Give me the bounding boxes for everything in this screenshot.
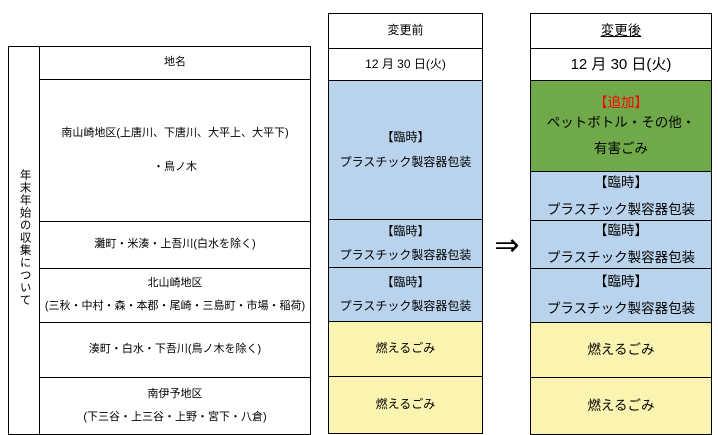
after-cell-5-label: 燃えるごみ (587, 342, 655, 358)
after-cell-3-tag: 【臨時】 (594, 223, 648, 239)
area-name-table: 年末年始の収集について 地名 南山崎地区(上唐川、下唐川、大平上、大平下) ・鳥… (8, 46, 311, 435)
table-row: 変更前 (328, 13, 483, 49)
after-change-table: 変更後 12 月 30 日(火) 【追加】 ペットボトル・その他・ 有害ごみ 【… (530, 13, 712, 435)
after-title: 変更後 (530, 13, 712, 49)
table-row: 燃えるごみ (328, 321, 483, 377)
table-row: 南山崎地区(上唐川、下唐川、大平上、大平下) ・鳥ノ木 (9, 79, 311, 222)
area-cell-1: 南山崎地区(上唐川、下唐川、大平上、大平下) ・鳥ノ木 (39, 79, 311, 222)
after-date: 12 月 30 日(火) (530, 48, 712, 81)
table-row: 【追加】 ペットボトル・その他・ 有害ごみ (530, 80, 712, 172)
before-cell-4: 燃えるごみ (328, 321, 483, 377)
after-cell-1-label2: 有害ごみ (594, 141, 648, 157)
after-cell-4-label: プラスチック製容器包装 (546, 301, 696, 316)
after-cell-6: 燃えるごみ (530, 377, 712, 435)
area-cell-2-line1: 灘町・米湊・上吾川(白水を除く) (94, 238, 256, 251)
area-cell-4: 湊町・白水・下吾川(鳥ノ木を除く) (39, 322, 311, 378)
table-row: 【臨時】 プラスチック製容器包装 (328, 267, 483, 322)
before-cell-2-label: プラスチック製容器包装 (339, 248, 472, 262)
area-cell-5-line1: 南伊予地区 (147, 387, 203, 400)
table-row: 【臨時】 プラスチック製容器包装 (530, 268, 712, 323)
area-cell-1-line1: 南山崎地区(上唐川、下唐川、大平上、大平下) (61, 126, 289, 139)
before-cell-1-tag: 【臨時】 (381, 130, 430, 145)
before-cell-3: 【臨時】 プラスチック製容器包装 (328, 267, 483, 322)
after-cell-1-tag: 【追加】 (594, 95, 648, 111)
vertical-header-label: 年末年始の収集について (18, 168, 31, 307)
after-title-label: 変更後 (600, 23, 642, 39)
before-cell-3-label: プラスチック製容器包装 (339, 299, 472, 313)
before-cell-1-label: プラスチック製容器包装 (339, 154, 472, 169)
table-row: 燃えるごみ (530, 322, 712, 378)
table-row: 湊町・白水・下吾川(鳥ノ木を除く) (9, 322, 311, 378)
right-double-arrow-icon: ⇒ (494, 229, 520, 262)
column-header-chimei: 地名 (39, 46, 311, 80)
before-cell-5-label: 燃えるごみ (375, 397, 436, 412)
before-cell-2: 【臨時】 プラスチック製容器包装 (328, 219, 483, 268)
after-cell-6-label: 燃えるごみ (587, 398, 655, 414)
area-cell-1-line2: ・鳥ノ木 (153, 160, 197, 173)
before-title: 変更前 (328, 13, 483, 49)
before-cell-1: 【臨時】 プラスチック製容器包装 (328, 80, 483, 220)
before-cell-4-label: 燃えるごみ (375, 341, 436, 356)
after-cell-4: 【臨時】 プラスチック製容器包装 (530, 268, 712, 323)
table-row: 【臨時】 プラスチック製容器包装 (328, 80, 483, 220)
before-change-table: 変更前 12 月 30 日(火) 【臨時】 プラスチック製容器包装 【臨時】 プ… (328, 13, 483, 434)
after-cell-3-label: プラスチック製容器包装 (546, 250, 696, 265)
before-cell-5: 燃えるごみ (328, 376, 483, 434)
table-row: 燃えるごみ (530, 377, 712, 435)
after-cell-2-label: プラスチック製容器包装 (546, 201, 696, 217)
before-cell-2-tag: 【臨時】 (381, 223, 430, 238)
before-date: 12 月 30 日(火) (328, 48, 483, 81)
table-row: 12 月 30 日(火) (328, 48, 483, 81)
table-row: 12 月 30 日(火) (530, 48, 712, 81)
area-cell-5-line2: (下三谷・上三谷・上野・宮下・八倉) (83, 410, 267, 423)
area-cell-2: 灘町・米湊・上吾川(白水を除く) (39, 221, 311, 269)
table-row: 【臨時】 プラスチック製容器包装 (530, 171, 712, 221)
table-row: 南伊予地区 (下三谷・上三谷・上野・宮下・八倉) (9, 377, 311, 435)
table-row: 灘町・米湊・上吾川(白水を除く) (9, 221, 311, 269)
after-cell-5: 燃えるごみ (530, 322, 712, 378)
vertical-header-cell: 年末年始の収集について (8, 46, 40, 435)
table-row: 変更後 (530, 13, 712, 49)
area-cell-3: 北山崎地区 (三秋・中村・森・本郡・尾崎・三島町・市場・稲荷) (39, 268, 311, 323)
table-row: 年末年始の収集について 地名 (8, 46, 311, 435)
table-row: 【臨時】 プラスチック製容器包装 (328, 219, 483, 268)
after-cell-1-added: 【追加】 ペットボトル・その他・ 有害ごみ (530, 80, 712, 172)
area-cell-5: 南伊予地区 (下三谷・上三谷・上野・宮下・八倉) (39, 377, 311, 435)
area-cell-3-line2: (三秋・中村・森・本郡・尾崎・三島町・市場・稲荷) (44, 300, 306, 312)
after-cell-1-label: ペットボトル・その他・ (546, 114, 696, 130)
area-cell-4-line1: 湊町・白水・下吾川(鳥ノ木を除く) (88, 343, 262, 356)
before-cell-3-tag: 【臨時】 (381, 274, 430, 289)
after-cell-2: 【臨時】 プラスチック製容器包装 (530, 171, 712, 221)
table-row: 【臨時】 プラスチック製容器包装 (530, 220, 712, 269)
after-cell-2-tag: 【臨時】 (594, 174, 648, 190)
table-row: 北山崎地区 (三秋・中村・森・本郡・尾崎・三島町・市場・稲荷) (9, 268, 311, 323)
area-cell-3-line1: 北山崎地区 (147, 277, 203, 290)
after-cell-4-tag: 【臨時】 (594, 274, 648, 290)
after-cell-3: 【臨時】 プラスチック製容器包装 (530, 220, 712, 269)
table-row: 燃えるごみ (328, 376, 483, 434)
